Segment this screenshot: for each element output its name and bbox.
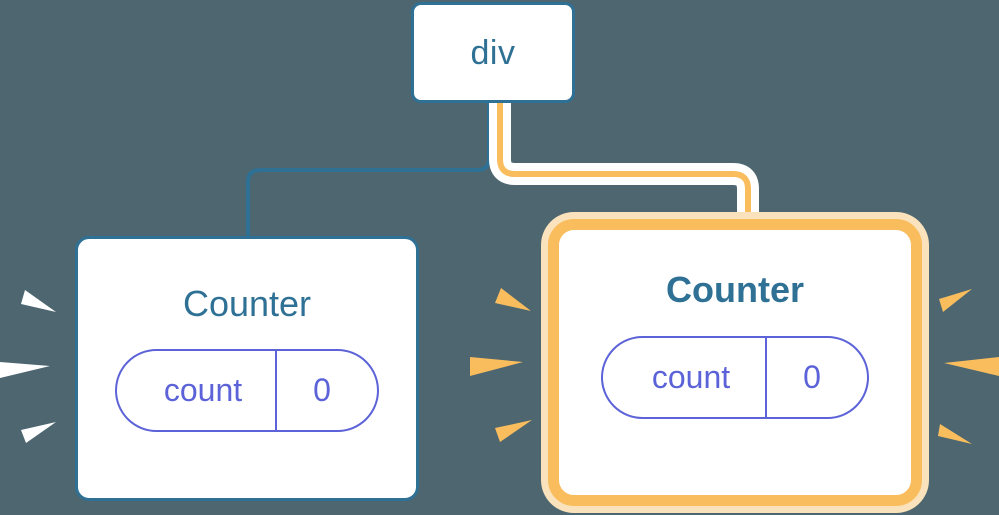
state-value-left: 0 bbox=[313, 372, 331, 408]
node-counter-right-label: Counter bbox=[666, 269, 804, 310]
state-value-right: 0 bbox=[803, 359, 821, 395]
node-counter-right[interactable]: Counter count 0 bbox=[548, 219, 922, 506]
node-div-label: div bbox=[470, 33, 516, 72]
state-pill-left: count 0 bbox=[115, 349, 379, 432]
state-divider bbox=[765, 338, 767, 417]
state-pill-right: count 0 bbox=[601, 336, 869, 419]
node-counter-left-label: Counter bbox=[182, 283, 312, 324]
state-key-left: count bbox=[163, 372, 243, 408]
state-divider bbox=[275, 351, 277, 430]
node-counter-left[interactable]: Counter count 0 bbox=[75, 236, 419, 501]
edge-div-to-counter-left bbox=[246, 101, 491, 240]
state-key-right: count bbox=[651, 359, 731, 395]
edge-div-to-counter-right-halo bbox=[489, 92, 759, 243]
node-div[interactable]: div bbox=[411, 2, 575, 103]
edge-div-to-counter-right bbox=[497, 100, 751, 235]
